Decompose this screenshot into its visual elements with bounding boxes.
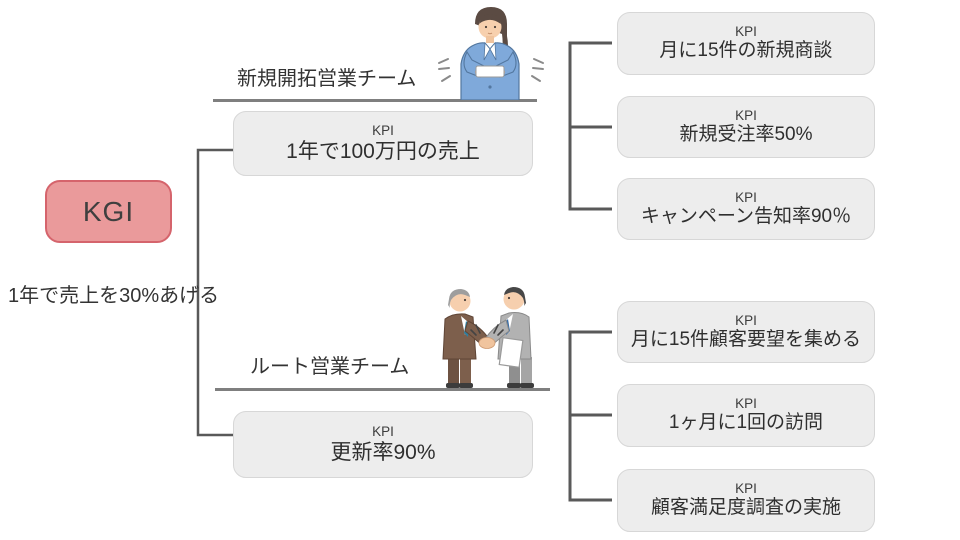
kgi-description: 1年で売上を30%あげる: [8, 285, 220, 307]
kgi-label: KGI: [82, 195, 135, 227]
kpi-tag: KPI: [735, 312, 757, 328]
team-2-kpi-box: KPI 更新率90%: [233, 411, 533, 478]
team-1-sub-kpi-3-box: KPI キャンペーン告知率90％: [617, 178, 875, 240]
kpi-tag: KPI: [372, 423, 394, 439]
kpi-tag: KPI: [735, 189, 757, 205]
document-folder-icon: [498, 337, 524, 368]
emphasis-marks-icon: [438, 58, 544, 82]
team-1-underline: [213, 99, 537, 102]
kpi-tag: KPI: [735, 396, 757, 411]
kpi-value: 新規受注率50%: [679, 123, 813, 145]
left-man-leg: [448, 357, 459, 385]
kgi-branch-line: [196, 148, 233, 437]
kpi-value: 顧客満足度調査の実施: [650, 497, 841, 519]
kpi-value: 1年で100万円の売上: [286, 140, 480, 163]
handshake-illustration: [442, 287, 534, 388]
right-man-leg: [509, 357, 520, 385]
team-1-label: 新規開拓営業チーム: [237, 68, 417, 90]
right-man-dark-hair: [504, 287, 526, 306]
team-2-sub-kpi-1-box: KPI 月に15件顧客要望を集める: [617, 301, 875, 363]
right-man-shirt: [506, 314, 513, 333]
team-2-branch-lines: [568, 330, 612, 502]
kpi-value: 月に15件の新規商談: [659, 40, 833, 62]
handshake-hands: [478, 337, 496, 349]
left-man-shirt: [461, 316, 468, 335]
left-man-torso: [442, 313, 477, 360]
business-card-icon: [475, 65, 505, 78]
team-2-sub-kpi-2-box: KPI 1ヶ月に1回の訪問: [617, 384, 875, 447]
team-1-kpi-box: KPI 1年で100万円の売上: [233, 111, 533, 176]
woman-face: [478, 15, 502, 39]
woman-neck: [486, 36, 494, 43]
team-2-sub-kpi-3-box: KPI 顧客満足度調査の実施: [617, 469, 875, 532]
kpi-tag: KPI: [735, 24, 757, 39]
team-1-sub-kpi-2-box: KPI 新規受注率50%: [617, 96, 875, 158]
kpi-value: 月に15件顧客要望を集める: [630, 328, 862, 350]
kpi-value: キャンペーン告知率90％: [640, 205, 852, 227]
team-2-underline: [215, 388, 550, 391]
kpi-value: 更新率90%: [330, 441, 436, 464]
left-man-gray-hair: [448, 289, 470, 308]
team-1-sub-kpi-1-box: KPI 月に15件の新規商談: [617, 12, 875, 75]
kgi-box: KGI: [45, 180, 172, 243]
right-man-leg: [521, 357, 532, 385]
team-2-label: ルート営業チーム: [250, 356, 410, 378]
team-1-branch-lines: [568, 41, 612, 211]
kpi-value: 1ヶ月に1回の訪問: [668, 412, 824, 434]
handshake-spark-icon: [470, 324, 504, 336]
woman-fringe: [479, 14, 501, 24]
kpi-tag: KPI: [735, 107, 757, 123]
left-man-leg: [460, 357, 471, 385]
businesswoman-illustration: [438, 7, 544, 100]
woman-lapels: [483, 41, 497, 61]
kpi-tag: KPI: [372, 122, 394, 138]
kpi-tag: KPI: [735, 481, 757, 496]
